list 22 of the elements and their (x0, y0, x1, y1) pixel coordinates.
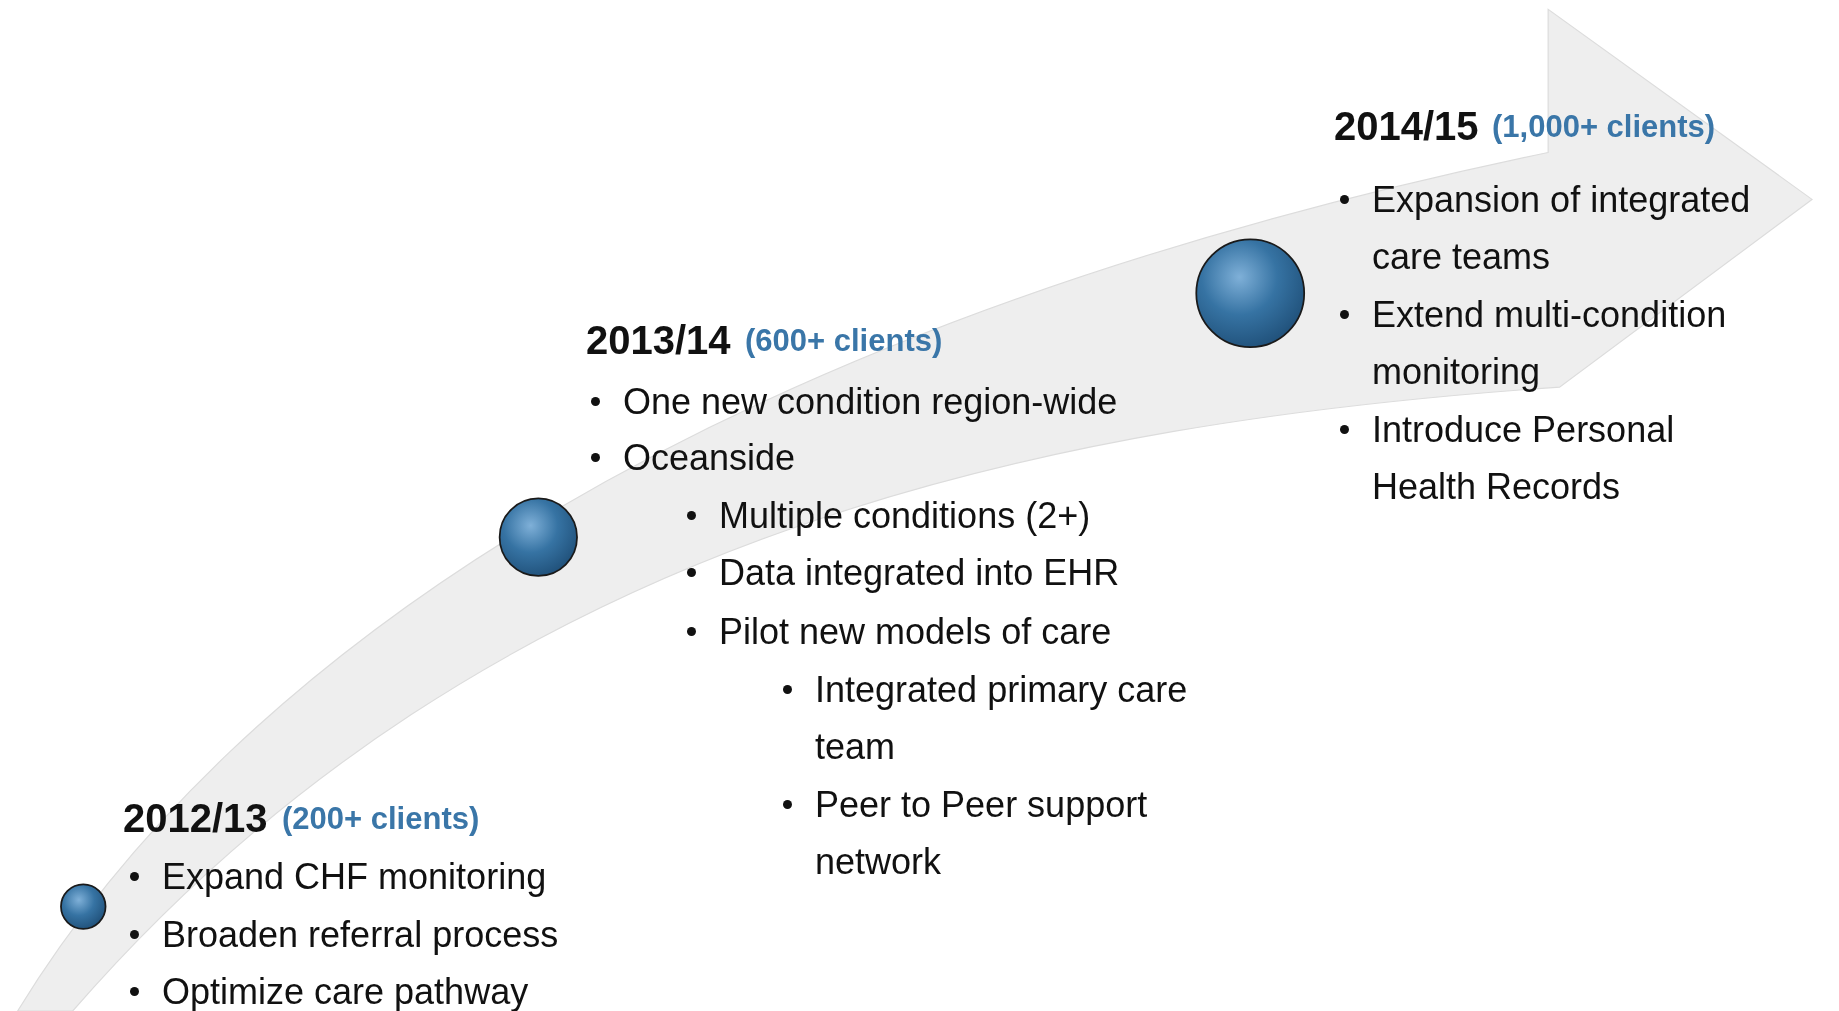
bullet-text: Expand CHF monitoring (162, 855, 547, 899)
bullet-text: Data integrated into EHR (719, 551, 1120, 595)
bullet-text: Optimize care pathway (162, 970, 529, 1011)
year-heading: 2012/13 (123, 795, 268, 842)
bullet-text: Multiple conditions (2+) (719, 494, 1091, 538)
bullet-text: Peer to Peer support network (815, 783, 1149, 884)
bullet-text: Integrated primary care team (815, 668, 1189, 769)
milestone-dot (60, 883, 107, 930)
client-count: (600+ clients) (745, 322, 943, 360)
bullet-text: Introduce Personal Health Records (1372, 408, 1676, 509)
bullet-text: Expansion of integrated care teams (1372, 178, 1752, 279)
client-count: (1,000+ clients) (1492, 108, 1716, 146)
bullet-text: Oceanside (623, 436, 796, 480)
year-heading: 2013/14 (586, 317, 731, 364)
year-heading: 2014/15 (1334, 103, 1479, 150)
bullet-text: Pilot new models of care (719, 610, 1112, 654)
milestone-dot (1195, 238, 1306, 349)
milestone-dot (498, 497, 578, 577)
bullet-text: Broaden referral process (162, 913, 559, 957)
bullet-text: One new condition region-wide (623, 380, 1118, 424)
client-count: (200+ clients) (282, 800, 480, 838)
bullet-text: Extend multi-condition monitoring (1372, 293, 1728, 394)
